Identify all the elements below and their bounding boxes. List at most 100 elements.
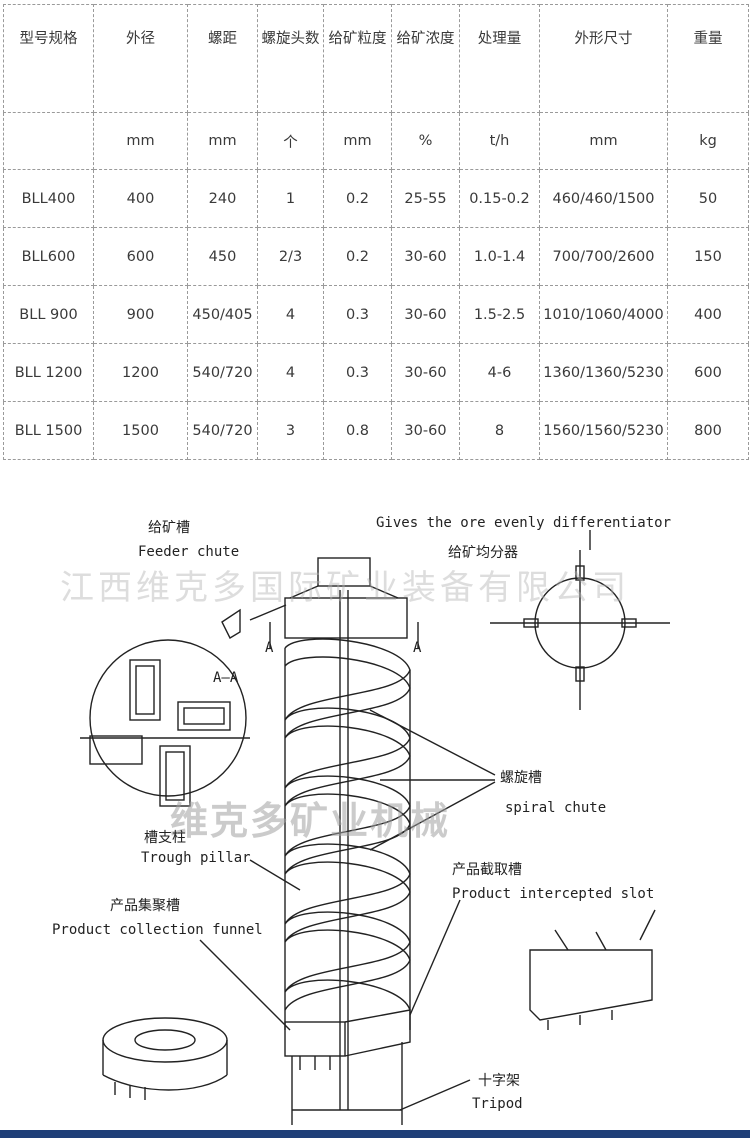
differentiator-outlet [575, 565, 585, 581]
trough-pillar-cn: 槽支柱 [144, 830, 186, 846]
tripod-en: Tripod [472, 1096, 523, 1112]
table-cell: 0.3 [323, 285, 392, 344]
table-cell: 1360/1360/5230 [539, 343, 668, 402]
leader-funnel [199, 939, 291, 1031]
table-cell: 0.8 [323, 401, 392, 460]
table-cell: 3 [257, 401, 324, 460]
section-a-right: A [413, 640, 422, 656]
table-cell: 150 [667, 227, 749, 286]
section-trough-2 [177, 701, 231, 731]
feeder-box [317, 557, 371, 587]
table-row: BLL600 600 450 2/3 0.2 30-60 1.0-1.4 700… [3, 227, 749, 286]
section-trough-3 [89, 735, 143, 765]
intercept-tray [344, 1009, 411, 1057]
intercepted-slot-en: Product intercepted slot [452, 886, 655, 902]
table-cell: 240 [187, 169, 258, 228]
table-cell: 1500 [93, 401, 188, 460]
table-cell: BLL400 [3, 169, 94, 228]
table-cell: 600 [667, 343, 749, 402]
section-a-left: A [265, 640, 274, 656]
table-cell: 4 [257, 343, 324, 402]
table-cell: BLL 1200 [3, 343, 94, 402]
header-feed-size: 给矿粒度 [323, 4, 392, 113]
leader-tripod [399, 1079, 471, 1111]
table-header-row: 型号规格 外径 螺距 螺旋头数 给矿粒度 给矿浓度 处理量 外形尺寸 重量 [3, 4, 749, 113]
unit-cell: % [391, 112, 460, 170]
feeder-chute-en: Feeder chute [138, 544, 240, 560]
table-cell: 0.2 [323, 227, 392, 286]
header-capacity: 处理量 [459, 4, 540, 113]
section-trough-1 [129, 659, 161, 721]
unit-cell: t/h [459, 112, 540, 170]
table-row: BLL 1500 1500 540/720 3 0.8 30-60 8 1560… [3, 401, 749, 460]
collection-box [284, 1021, 346, 1057]
table-cell: 25-55 [391, 169, 460, 228]
intercepted-slot-edges [554, 909, 656, 951]
header-model: 型号规格 [3, 4, 94, 113]
diagram-drawing [80, 530, 670, 1125]
table-cell: 540/720 [187, 343, 258, 402]
tripod-cn: 十字架 [478, 1073, 520, 1089]
leader-trough-pillar [249, 859, 301, 891]
spec-table: 型号规格 外径 螺距 螺旋头数 给矿粒度 给矿浓度 处理量 外形尺寸 重量 mm… [3, 4, 749, 460]
differentiator-outlet [621, 618, 637, 628]
table-cell: 30-60 [391, 401, 460, 460]
trough-pillar-en: Trough pillar [141, 850, 251, 866]
unit-cell: mm [323, 112, 392, 170]
section-mark: A—A [213, 670, 239, 686]
intercepted-slot-cn: 产品截取槽 [452, 862, 522, 878]
header-feed-density: 给矿浓度 [391, 4, 460, 113]
table-cell: 50 [667, 169, 749, 228]
table-cell: BLL 1500 [3, 401, 94, 460]
table-cell: 1200 [93, 343, 188, 402]
header-outer-diameter: 外径 [93, 4, 188, 113]
table-cell: 460/460/1500 [539, 169, 668, 228]
table-cell: 450/405 [187, 285, 258, 344]
table-cell: 1560/1560/5230 [539, 401, 668, 460]
differentiator-outlet [523, 618, 539, 628]
header-weight: 重量 [667, 4, 749, 113]
intercepted-slot-feet [547, 1010, 613, 1030]
spiral-turns [284, 638, 411, 1030]
table-cell: 1.5-2.5 [459, 285, 540, 344]
table-cell: 0.3 [323, 343, 392, 402]
differentiator-cn: 给矿均分器 [448, 545, 518, 561]
table-cell: 8 [459, 401, 540, 460]
unit-cell: kg [667, 112, 749, 170]
watermark-company: 江西维克多国际矿业装备有限公司 [60, 568, 630, 608]
feeder-hopper-lines [289, 585, 399, 599]
table-row: BLL400 400 240 1 0.2 25-55 0.15-0.2 460/… [3, 169, 749, 228]
table-cell: 400 [667, 285, 749, 344]
table-row: BLL 900 900 450/405 4 0.3 30-60 1.5-2.5 … [3, 285, 749, 344]
table-cell: 900 [93, 285, 188, 344]
intercepted-slot-body [529, 949, 653, 1021]
bottom-bar [0, 1130, 750, 1138]
spiral-chute-en: spiral chute [505, 800, 607, 816]
unit-cell: mm [187, 112, 258, 170]
feeder-chute-symbol [221, 608, 241, 639]
table-cell: BLL600 [3, 227, 94, 286]
collection-funnel-en: Product collection funnel [52, 922, 263, 938]
table-cell: 700/700/2600 [539, 227, 668, 286]
unit-cell: mm [93, 112, 188, 170]
central-pillar [339, 590, 349, 1110]
funnel-outer [102, 1017, 228, 1063]
differentiator-en: Gives the ore evenly differentiator [376, 515, 672, 531]
unit-cell [3, 112, 94, 170]
table-cell: BLL 900 [3, 285, 94, 344]
differentiator-outlet [575, 666, 585, 682]
header-pitch: 螺距 [187, 4, 258, 113]
feeder-distributor-body [284, 597, 408, 639]
spiral-chute-cn: 螺旋槽 [500, 770, 542, 786]
table-cell: 540/720 [187, 401, 258, 460]
section-trough-4 [159, 745, 191, 807]
table-cell: 1 [257, 169, 324, 228]
leader-feeder [249, 604, 287, 621]
table-cell: 2/3 [257, 227, 324, 286]
table-cell: 450 [187, 227, 258, 286]
funnel-inner [134, 1029, 196, 1051]
table-cell: 30-60 [391, 227, 460, 286]
table-row: BLL 1200 1200 540/720 4 0.3 30-60 4-6 13… [3, 343, 749, 402]
funnel-body [102, 1040, 228, 1091]
collection-funnel-cn: 产品集聚槽 [110, 898, 180, 914]
